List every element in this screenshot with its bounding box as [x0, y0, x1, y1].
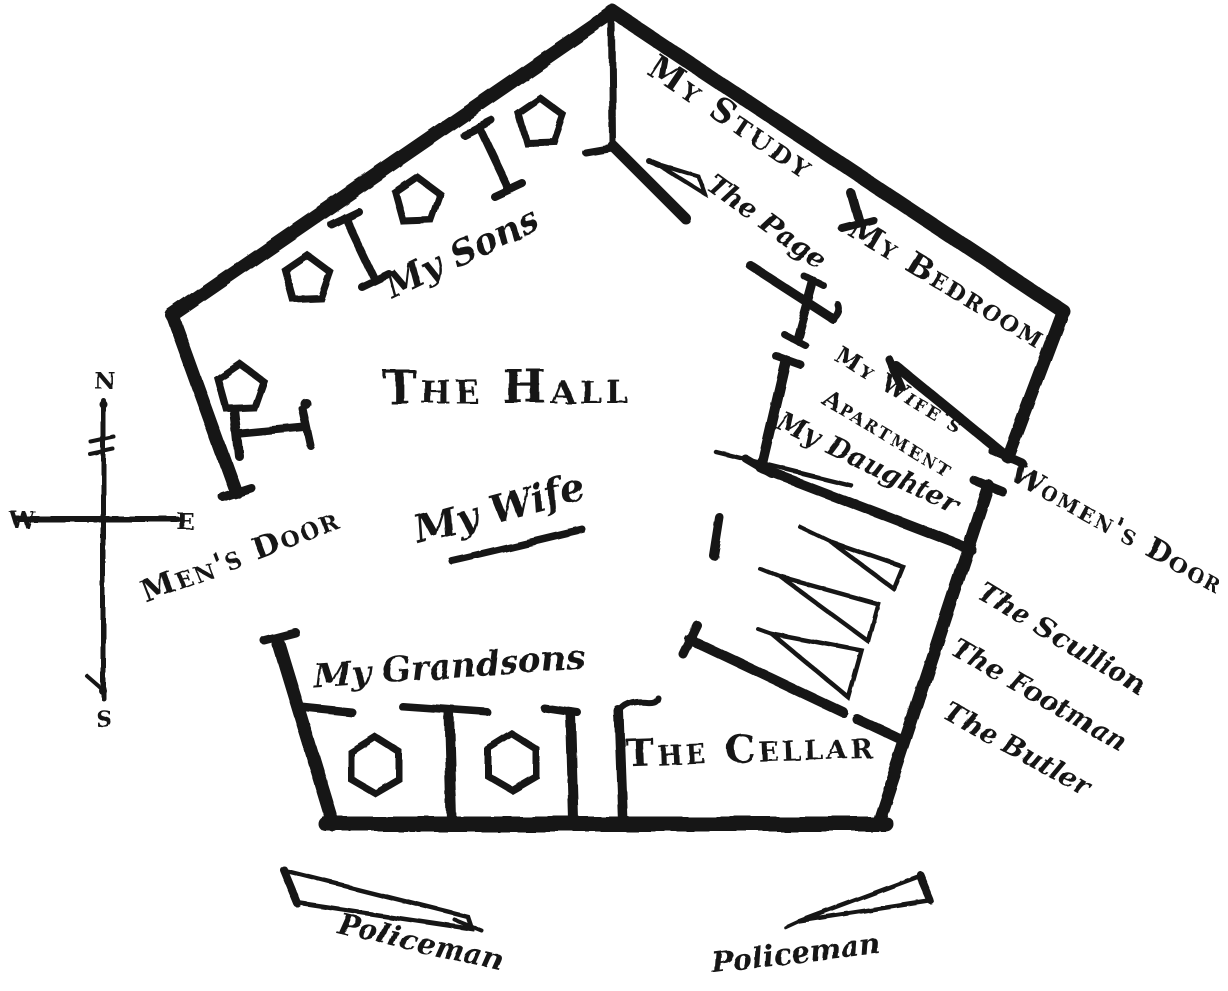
son-pillow-pentagon-2: [390, 172, 445, 225]
cross-bed-long-bar: [746, 261, 838, 324]
compass-top-knob: [99, 400, 107, 408]
bed-divider-1-cap-b: [491, 180, 527, 201]
labels: My Study The Page My Bedroom My Sons The…: [8, 47, 1228, 981]
wall-east-lower-door-cap: [969, 475, 1008, 497]
cross-bed-hook: [829, 301, 843, 323]
study-wall-vertical: [608, 12, 617, 150]
cross-bed-short-bar: [792, 276, 818, 344]
cellar-west-wall: [614, 706, 628, 827]
servants-wall-cap: [678, 620, 702, 659]
grandson-pillow-hexagon-2: [484, 729, 540, 795]
ink-layer: My Study The Page My Bedroom My Sons The…: [8, 5, 1228, 981]
cubicle-top-wall-1: [298, 703, 356, 716]
compass-bottom-knob: [98, 686, 106, 694]
compass-fletch-1: [89, 435, 116, 444]
bed-divider-2-bar: [341, 213, 379, 284]
bed-divider-3-cap-b: [299, 405, 315, 450]
scullion-wedge: [829, 539, 906, 593]
daughter-bed-line: [713, 449, 854, 488]
cubicle-divider-2: [566, 708, 579, 825]
label-hall: The Hall: [382, 360, 632, 414]
outer-walls: [165, 5, 1070, 833]
wall-northeast: [606, 5, 1070, 318]
wall-east-upper: [1001, 304, 1070, 464]
label-cellar: The Cellar: [625, 722, 876, 776]
servants-wall-after-door: [852, 714, 909, 746]
bed-divider-3-knob: [300, 398, 312, 410]
wife-north-wall: [891, 361, 1010, 460]
wife-north-wall-cap: [885, 355, 905, 391]
cubicle-top-wall-2: [398, 702, 491, 716]
policeman-left-wedge-tail: [453, 918, 484, 933]
wall-southwest: [272, 638, 341, 833]
compass-south-barb: [85, 674, 104, 691]
label-page: The Page: [700, 169, 831, 276]
policeman-left-wedge-base: [280, 866, 302, 908]
wife-west-wall: [756, 356, 791, 473]
wall-west: [165, 308, 243, 499]
study-walls: [581, 12, 692, 225]
compass-east-label: E: [176, 508, 194, 535]
scullion-wedge-tail: [798, 525, 833, 544]
wall-southwest-door-cap: [260, 628, 301, 646]
servants-walls: [678, 620, 909, 746]
label-womens-door: Women's Door: [1004, 455, 1228, 601]
wife-bed-line: [448, 526, 587, 565]
son-pillow-pentagon-1: [514, 94, 569, 147]
study-wall-diagonal: [607, 140, 692, 225]
hall-door-stub: [709, 513, 725, 561]
cross-bed-icon: [746, 261, 843, 349]
compass-west-label: W: [8, 507, 36, 534]
label-grandsons: My Grandsons: [311, 638, 587, 697]
wife-apartment-walls: [709, 352, 1010, 561]
policeman-right-wedge-base: [916, 870, 935, 905]
bed-divider-2-cap-b: [358, 270, 393, 291]
page-sleeper-icon: [646, 158, 709, 199]
bedroom-wall-stub: [838, 188, 877, 232]
cross-bed-top-cap: [800, 272, 828, 290]
policeman-icons: [280, 866, 935, 933]
compass-north-label: N: [93, 367, 114, 394]
bedroom-stub-bar: [846, 188, 864, 226]
bed-divider-3-bar: [237, 424, 309, 438]
wife-west-wall-top-cap: [772, 352, 805, 369]
bed-divider-2-cap-a: [327, 207, 362, 228]
wall-northwest: [165, 5, 620, 322]
label-policeman-right: Policeman: [709, 926, 882, 980]
label-wife: My Wife: [408, 464, 590, 553]
servant-sleeper-icons: [756, 525, 906, 702]
bedroom-stub-cap: [838, 216, 877, 232]
policeman-right-wedge: [797, 873, 933, 924]
cellar-wall-curl: [614, 694, 660, 719]
cubicle-divider-1: [444, 707, 457, 825]
compass-fletch-2: [88, 447, 115, 456]
grandson-pillow-hexagon-1: [347, 732, 403, 798]
footman-wedge: [779, 574, 881, 645]
footman-wedge-tail: [757, 566, 783, 579]
bed-divider-1-cap-a: [460, 117, 496, 139]
page-wedge: [655, 162, 709, 199]
cross-bed-bottom-cap: [780, 330, 809, 349]
bed-divider-3-cap-a: [229, 404, 244, 461]
compass-south-label: S: [96, 706, 113, 733]
servants-southwest-wall: [684, 634, 848, 717]
son-pillow-pentagon-4: [213, 359, 268, 412]
bed-divider-1-bar: [475, 123, 513, 194]
daughter-south-wall: [758, 464, 976, 554]
sons-beds: [213, 94, 569, 461]
compass-icon: [13, 397, 180, 701]
wall-west-door-cap: [218, 483, 256, 502]
page-wedge-tip: [646, 158, 662, 168]
son-pillow-pentagon-3: [280, 250, 335, 303]
cellar-walls: [298, 694, 660, 827]
wall-east-lower: [871, 479, 995, 829]
butler-wedge: [763, 630, 865, 702]
policeman-right-wedge-tail: [783, 919, 800, 929]
